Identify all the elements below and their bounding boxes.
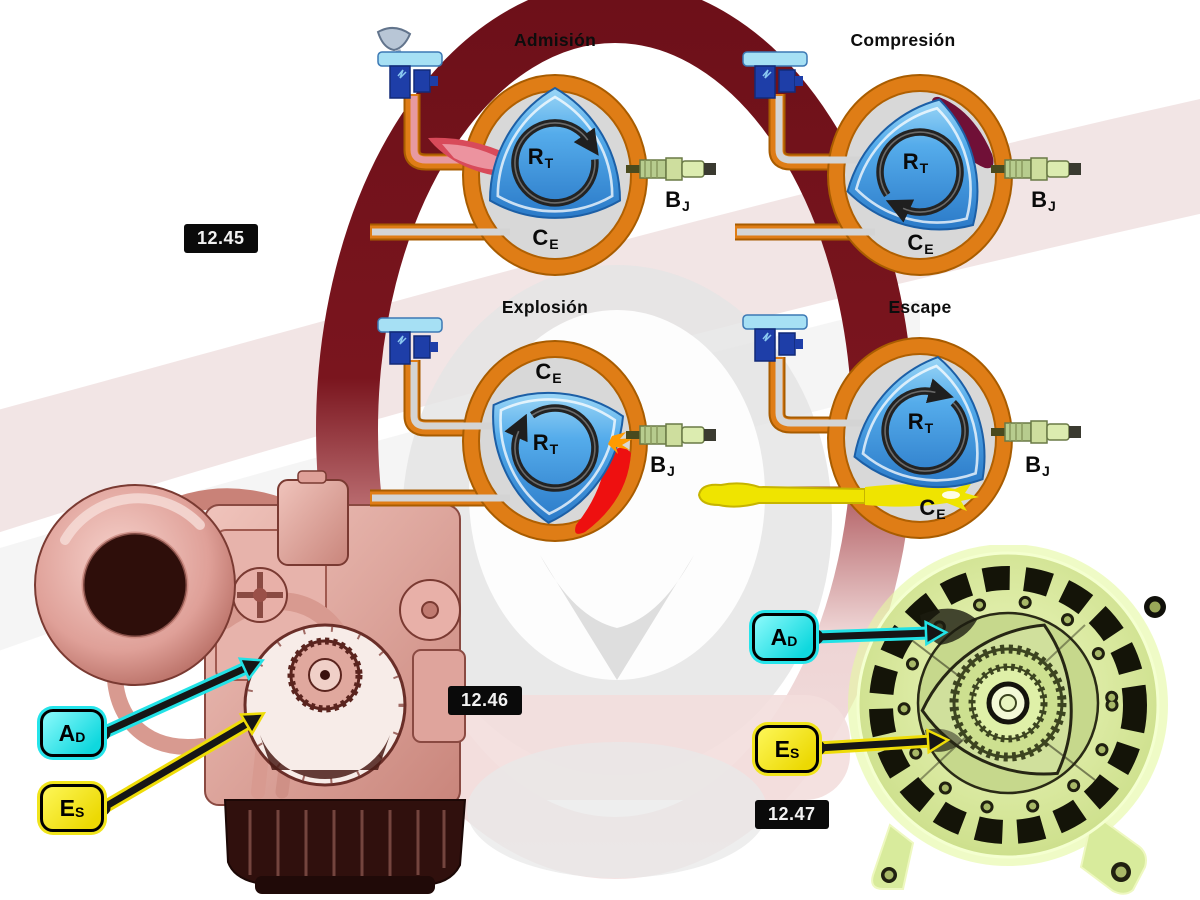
injector-icon xyxy=(376,27,443,99)
diagram-title-admission: Admisión xyxy=(513,30,597,50)
figure-number-12-45: 12.45 xyxy=(184,224,258,253)
rotor-label: RT xyxy=(527,144,554,171)
rotor-label: RT xyxy=(902,149,929,176)
engine-cutaway-image xyxy=(34,470,467,894)
rotation-arrow-icon xyxy=(876,128,964,223)
spark-plug-icon xyxy=(991,420,1081,444)
explosion-diagram: RT CE BJ xyxy=(350,308,750,566)
chamber-label: CE xyxy=(535,359,562,386)
explosion-diagram-graphic xyxy=(370,317,716,542)
compression-diagram-graphic xyxy=(735,51,1081,276)
figure-number-12-46: 12.46 xyxy=(448,686,522,715)
compression-diagram: RT CE BJ xyxy=(715,42,1115,300)
rotation-arrow-icon xyxy=(881,378,969,475)
injector-icon xyxy=(377,317,443,365)
sparkplug-label: BJ xyxy=(665,187,690,214)
chamber-label: CE xyxy=(907,230,934,257)
diagram-title-explosion: Explosión xyxy=(501,297,589,317)
spark-plug-icon xyxy=(991,157,1081,181)
injector-icon xyxy=(742,51,808,99)
injector-icon xyxy=(742,314,808,362)
exhaust-gas-flow xyxy=(698,481,979,511)
admission-diagram: RT CE BJ xyxy=(350,27,750,300)
diagram-title-escape: Escape xyxy=(888,297,952,317)
sparkplug-label: BJ xyxy=(650,452,675,479)
sparkplug-label: BJ xyxy=(1031,187,1056,214)
rotor-housing-image xyxy=(848,545,1168,895)
escape-diagram: RT CE BJ xyxy=(698,305,1115,563)
sparkplug-label: BJ xyxy=(1025,452,1050,479)
spark-plug-icon xyxy=(626,423,716,447)
admission-diagram-graphic xyxy=(370,27,716,276)
intake-charge-in-pipe xyxy=(410,96,510,164)
ignition-flash xyxy=(608,432,634,454)
chamber-label: CE xyxy=(532,225,559,252)
figure-number-12-47: 12.47 xyxy=(755,800,829,829)
chamber-label: CE xyxy=(919,495,946,522)
diagram-title-compression: Compresión xyxy=(850,30,956,50)
rotation-arrow-icon xyxy=(504,404,599,492)
rotor-label: RT xyxy=(907,409,934,436)
combustion-charge xyxy=(575,447,631,534)
escape-diagram-graphic xyxy=(698,314,1081,539)
rotor-label: RT xyxy=(532,430,559,457)
spark-plug-icon xyxy=(626,157,716,181)
rotation-arrow-icon xyxy=(511,119,599,207)
